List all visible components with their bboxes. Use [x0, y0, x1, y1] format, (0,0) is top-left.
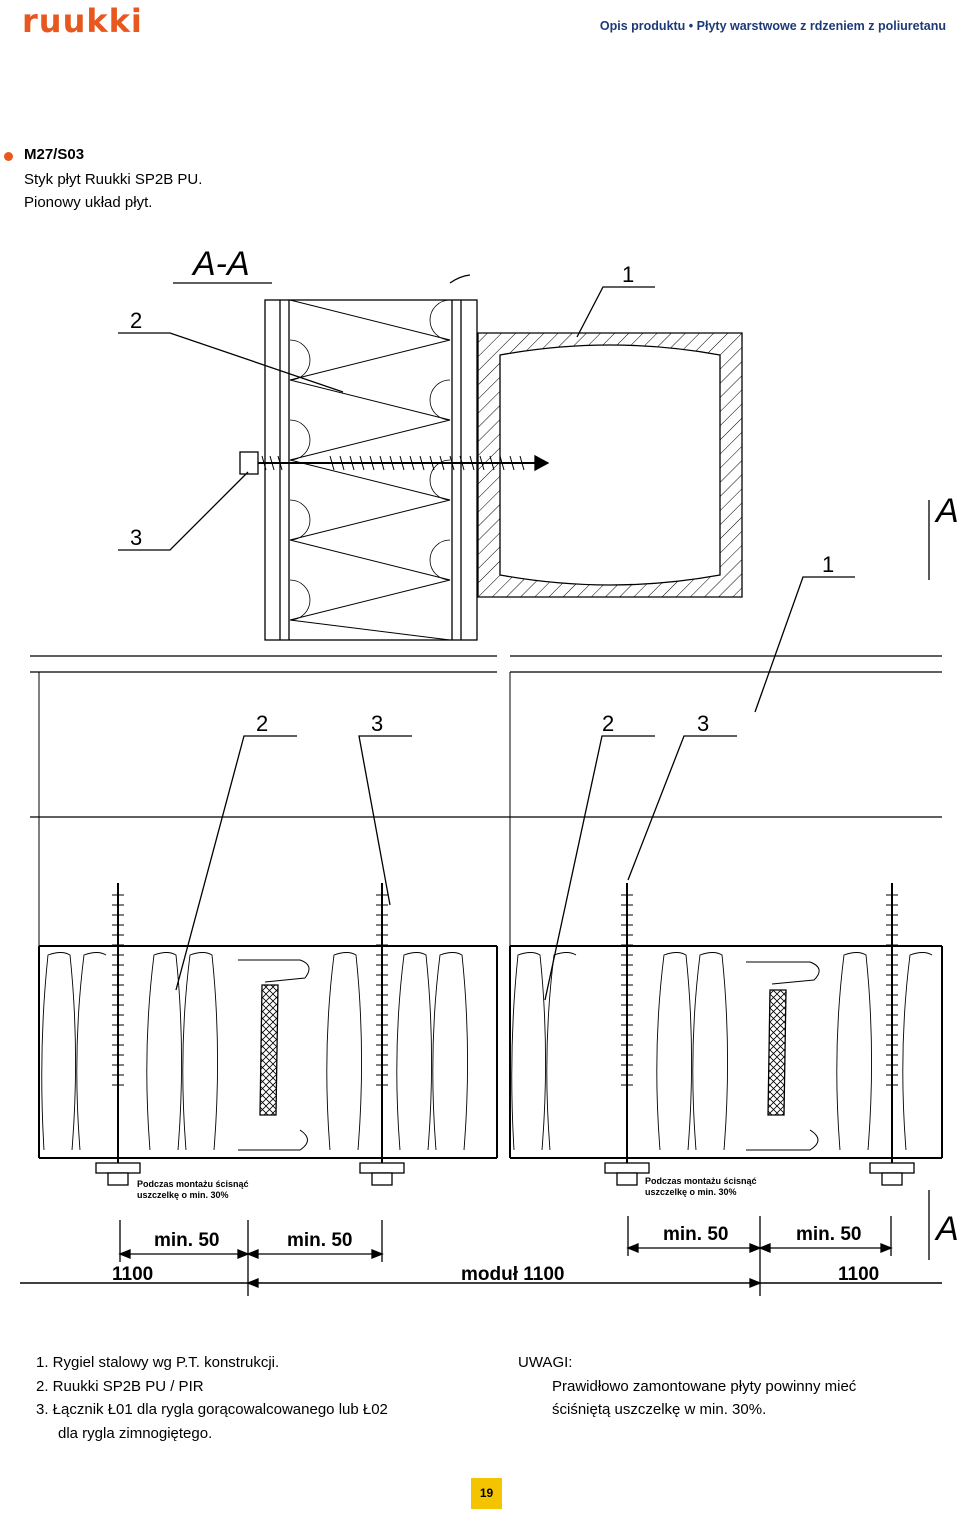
install-note-right-1: Podczas montażu ścisnąć	[645, 1176, 757, 1186]
legend-item-2: 2. Ruukki SP2B PU / PIR	[36, 1377, 204, 1395]
screw-2	[359, 883, 405, 1186]
leader-3	[118, 471, 249, 551]
callout-1-lower: 1	[822, 552, 834, 577]
detail-line-2: Pionowy układ płyt.	[24, 194, 153, 211]
leader-2	[118, 332, 344, 393]
legend-item-3: 3. Łącznik Ł01 dla rygla gorącowalcowane…	[36, 1401, 388, 1418]
section-marker-top: A	[934, 492, 959, 530]
leader-1-top	[576, 286, 655, 338]
steel-rail-section	[477, 332, 743, 598]
leader-3b	[627, 735, 737, 881]
notes-title: UWAGI:	[518, 1354, 573, 1371]
callout-2b: 2	[602, 711, 614, 736]
notes: UWAGI: Prawidłowo zamontowane płyty powi…	[518, 1351, 856, 1422]
notes-line-2: ściśniętą uszczelkę w min. 30%.	[552, 1401, 767, 1418]
panel-section	[264, 299, 478, 641]
callout-1-top: 1	[622, 262, 634, 287]
dim-min-50-right-2: min. 50	[796, 1224, 861, 1245]
dim-1100-left: 1100	[112, 1264, 153, 1285]
legend-item-3-cont: dla rygla zimnogiętego.	[58, 1424, 213, 1442]
legend: 1. Rygiel stalowy wg P.T. konstrukcji. 2…	[36, 1351, 388, 1445]
leader-2b	[544, 735, 655, 1001]
install-note-left-2: uszczelkę o min. 30%	[137, 1190, 229, 1200]
screw-1	[95, 883, 141, 1186]
callout-2-top: 2	[130, 308, 142, 333]
callout-3b: 3	[697, 711, 709, 736]
install-note-right-2: uszczelkę o min. 30%	[645, 1187, 737, 1197]
leader-3a	[358, 735, 412, 906]
section-aa	[118, 274, 930, 713]
section-label: A-A	[191, 245, 250, 283]
notes-line-1: Prawidłowo zamontowane płyty powinny mie…	[552, 1377, 857, 1395]
screw-head	[239, 451, 259, 475]
dim-min-50-left-2: min. 50	[287, 1230, 352, 1251]
screw-3	[604, 883, 650, 1186]
dim-min-50-right-1: min. 50	[663, 1224, 728, 1245]
joint-seal-left	[259, 984, 279, 1116]
leader-1-lower	[754, 576, 855, 713]
elevation	[20, 655, 943, 1296]
section-marker-bottom: A	[934, 1210, 959, 1248]
callout-3-top: 3	[130, 525, 142, 550]
screw-4	[869, 883, 915, 1186]
leader-2a	[175, 735, 297, 991]
header-title: Opis produktu • Płyty warstwowe z rdzeni…	[599, 19, 946, 33]
callout-3a: 3	[371, 711, 383, 736]
joint-seal-right	[767, 989, 787, 1116]
legend-item-1: 1. Rygiel stalowy wg P.T. konstrukcji.	[36, 1354, 280, 1371]
technical-drawing: A-A A 2 1 3 1	[20, 245, 959, 1296]
dim-module: moduł 1100	[461, 1264, 565, 1285]
dim-min-50-left-1: min. 50	[154, 1230, 219, 1251]
bullet-dot	[4, 152, 13, 161]
ruukki-logo: ruukki	[22, 2, 143, 40]
install-note-left-1: Podczas montażu ścisnąć	[137, 1179, 249, 1189]
detail-code: M27/S03	[24, 146, 85, 163]
detail-line-1: Styk płyt Ruukki SP2B PU.	[24, 171, 203, 188]
page-number: 19	[471, 1478, 502, 1509]
callout-2a: 2	[256, 711, 268, 736]
dim-1100-right: 1100	[838, 1264, 879, 1285]
